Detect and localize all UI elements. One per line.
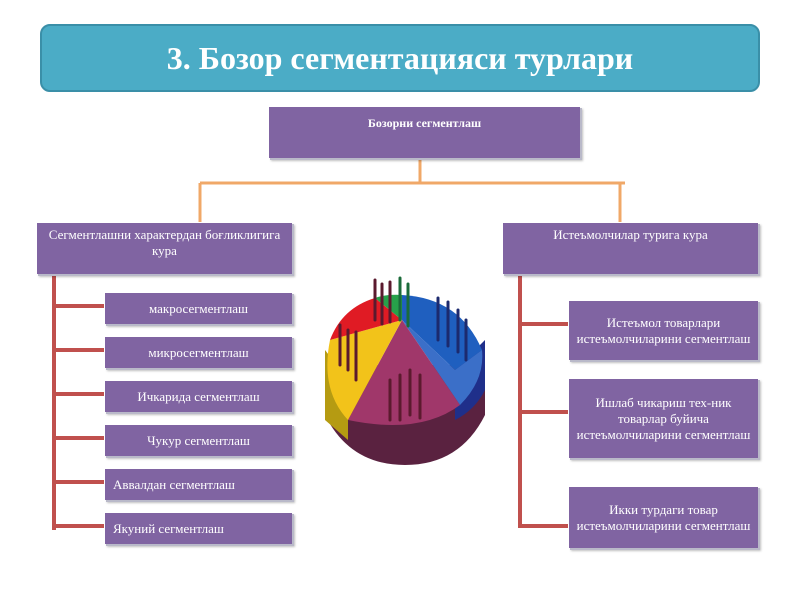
right-item-node: Икки турдаги товар истеъмолчиларини сегм… xyxy=(568,486,758,548)
left-item-node: макросегментлаш xyxy=(104,292,292,324)
right-item-label: Ишлаб чикариш тех-ник товарлар буйича ис… xyxy=(576,394,751,442)
left-item-label: Аввалдан сегментлаш xyxy=(113,476,235,492)
right-item-label: Икки турдаги товар истеъмолчиларини сегм… xyxy=(576,501,751,533)
right-item-node: Истеъмол товарлари истеъмолчиларини сегм… xyxy=(568,300,758,360)
left-item-label: Ичкарида сегментлаш xyxy=(137,388,260,404)
pie-illustration xyxy=(325,276,485,465)
left-item-node: Аввалдан сегментлаш xyxy=(104,468,292,500)
branch-node-right: Истеъмолчилар турига кура xyxy=(502,222,758,274)
branch-node-right-label: Истеъмолчилар турига кура xyxy=(553,227,708,242)
title-banner: 3. Бозор сегментацияси турлари xyxy=(40,24,760,92)
left-item-node: Якуний сегментлаш xyxy=(104,512,292,544)
branch-node-left: Сегментлашни характердан боғликлигига ку… xyxy=(36,222,292,274)
left-item-node: Чукур сегментлаш xyxy=(104,424,292,456)
left-item-label: Якуний сегментлаш xyxy=(113,520,224,536)
left-item-label: микросегментлаш xyxy=(148,344,249,360)
right-item-node: Ишлаб чикариш тех-ник товарлар буйича ис… xyxy=(568,378,758,458)
left-item-node: микросегментлаш xyxy=(104,336,292,368)
branch-node-left-label: Сегментлашни характердан боғликлигига ку… xyxy=(48,227,281,258)
left-item-label: макросегментлаш xyxy=(149,300,248,316)
page-title: 3. Бозор сегментацияси турлари xyxy=(166,39,634,76)
root-node-label: Бозорни сегментлаш xyxy=(367,116,482,130)
left-item-label: Чукур сегментлаш xyxy=(147,432,250,448)
left-item-node: Ичкарида сегментлаш xyxy=(104,380,292,412)
right-item-label: Истеъмол товарлари истеъмолчиларини сегм… xyxy=(576,314,751,346)
root-node: Бозорни сегментлаш xyxy=(268,106,580,158)
